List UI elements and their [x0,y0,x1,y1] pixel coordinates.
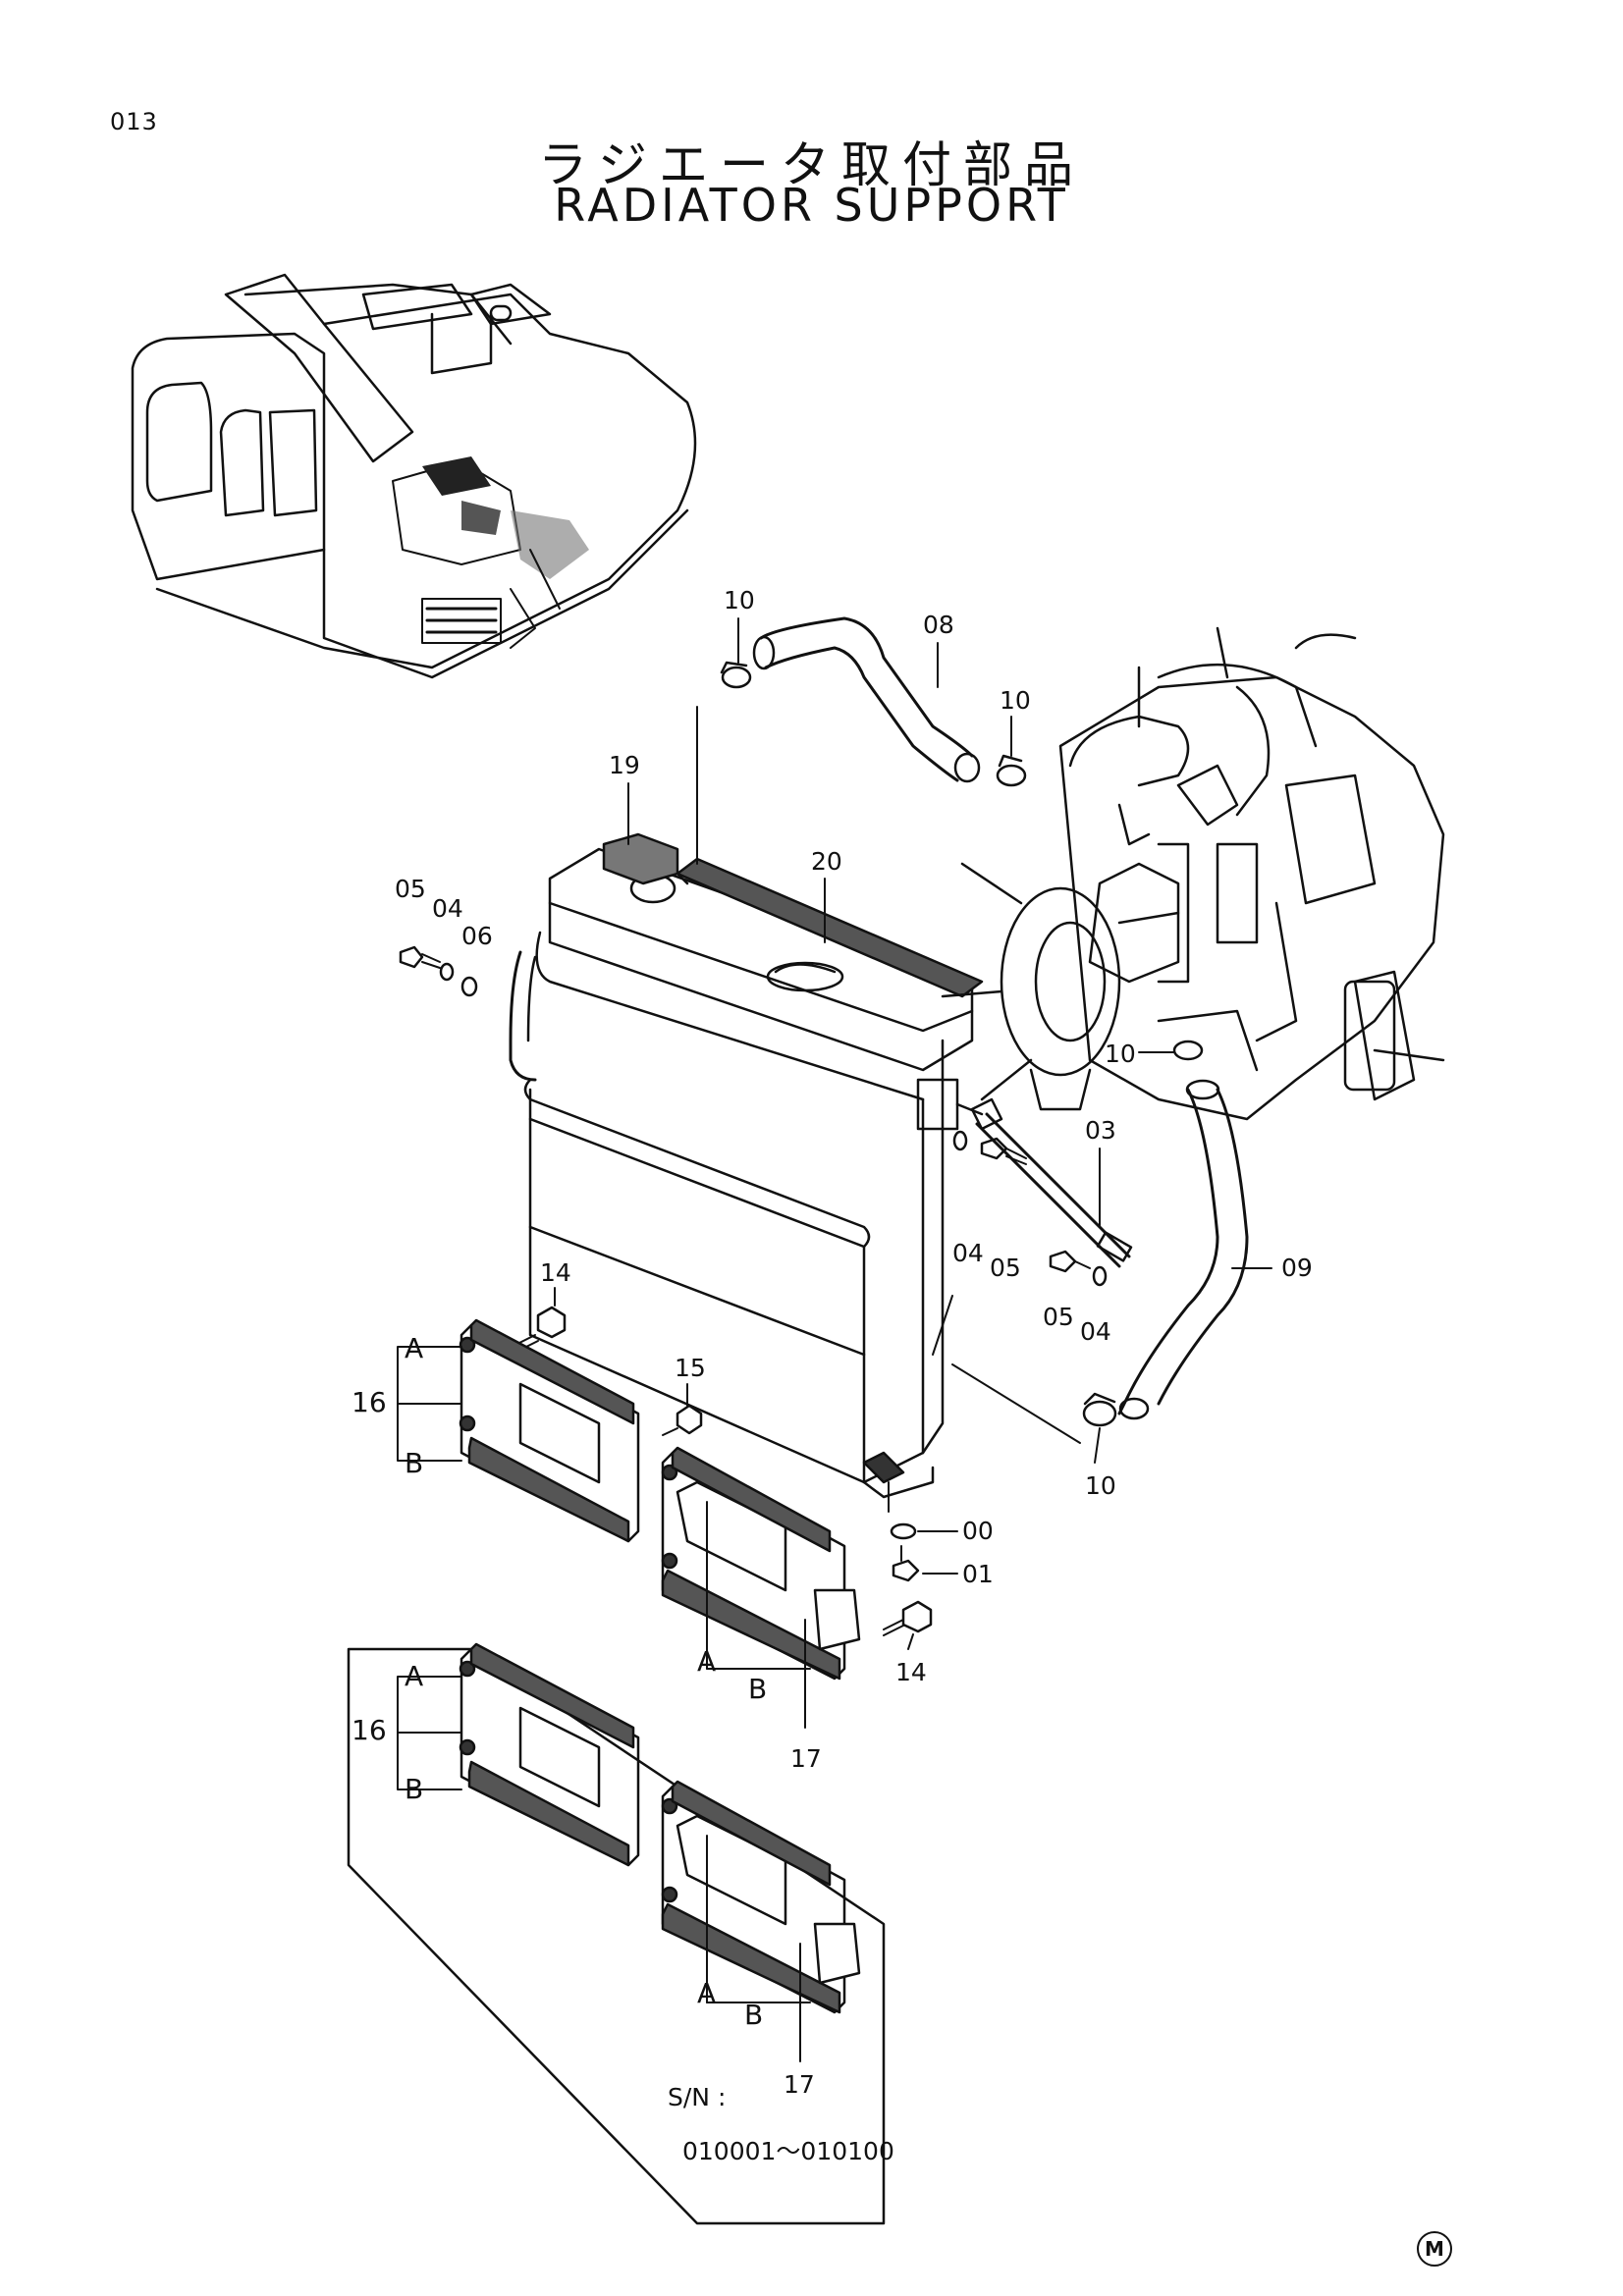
excavator-overview-illustration [131,273,697,679]
serial-number-range: 010001～010100 [682,2137,894,2165]
callout-10: 10 [1000,686,1031,715]
callout-00: 00 [962,1517,994,1545]
callout-labels: 10 08 10 19 20 05 04 06 10 03 04 05 05 0… [352,586,1313,2165]
label-a: A [697,1977,716,2009]
label-b: B [405,1773,423,1805]
callout-09: 09 [1281,1254,1313,1282]
callout-17: 17 [790,1744,822,1773]
label-a: A [697,1645,716,1678]
callout-15: 15 [675,1354,706,1382]
callout-14: 14 [895,1658,927,1686]
callout-04: 04 [952,1239,984,1267]
title-japanese: ラジエータ取付部品 [538,136,1085,193]
m-mark-symbol: M [1417,2231,1452,2267]
callout-19: 19 [609,751,640,779]
callout-leaders [554,617,1272,1650]
title-english: RADIATOR SUPPORT [554,179,1069,232]
callout-08: 08 [923,611,954,639]
engine-illustration [941,626,1445,1121]
serial-inset-box [347,1642,886,2225]
label-a: A [405,1332,423,1364]
page-number: 013 [110,108,158,135]
fasteners [399,945,1108,1636]
label-b: B [744,1999,763,2031]
label-a: A [405,1660,423,1692]
serial-number-label: S/N : [668,2083,726,2111]
label-b: B [405,1447,423,1479]
callout-05: 05 [1043,1303,1074,1331]
callout-10: 10 [724,586,755,614]
callout-05: 05 [395,875,426,903]
seal-panels-main [397,1318,861,1729]
callout-06: 06 [461,922,493,950]
callout-01: 01 [962,1560,994,1588]
callout-04: 04 [432,894,463,923]
callout-10: 10 [1105,1040,1136,1068]
callout-17: 17 [784,2070,815,2099]
callout-16: 16 [352,1386,387,1418]
callout-16: 16 [352,1714,387,1746]
label-b: B [748,1673,767,1705]
callout-20: 20 [811,847,842,876]
radiator-illustration [509,706,1081,1513]
callout-04: 04 [1080,1317,1111,1346]
callout-14: 14 [540,1258,571,1287]
callout-03: 03 [1085,1116,1116,1145]
callout-10: 10 [1085,1471,1116,1500]
hoses-and-clamps [720,616,1249,1427]
callout-05: 05 [990,1254,1021,1282]
